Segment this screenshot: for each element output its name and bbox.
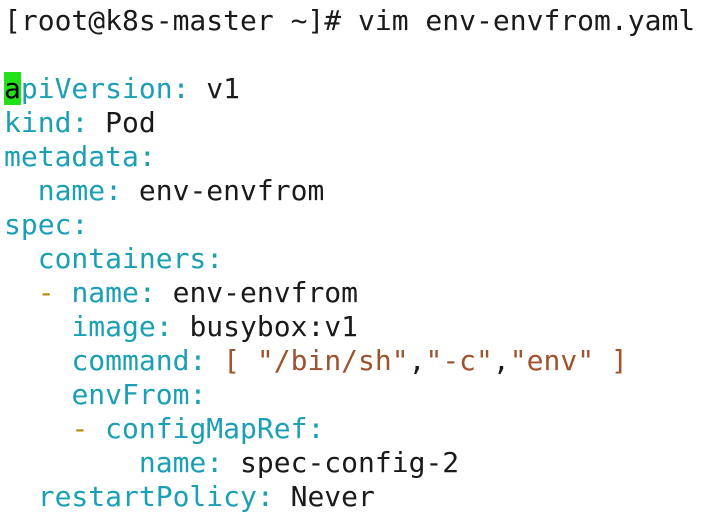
yaml-list-dash: - [71,412,106,445]
yaml-key: restartPolicy [37,480,257,513]
yaml-key: containers [37,242,207,275]
shell-prompt-line: [root@k8s-master ~]# vim env-envfrom.yam… [4,4,695,38]
yaml-line-spec[interactable]: spec: [4,208,88,242]
yaml-colon: : [155,310,173,343]
yaml-close-bracket: ] [594,344,628,377]
yaml-line-apiversion[interactable]: apiVersion: v1 [4,72,240,106]
yaml-colon: : [189,378,207,411]
yaml-key: name [71,276,139,309]
yaml-colon: : [206,446,224,479]
yaml-key: envFrom [71,378,190,411]
yaml-colon: : [172,72,190,105]
yaml-string: "-c" [425,344,493,377]
yaml-key: spec [4,208,72,241]
yaml-value: env-envfrom [122,174,325,207]
yaml-line-configmapref[interactable]: - configMapRef: [4,412,324,446]
yaml-open-bracket: [ [223,344,257,377]
yaml-colon: : [307,412,325,445]
indent [4,242,38,275]
yaml-string: "/bin/sh" [256,344,409,377]
yaml-colon: : [138,276,156,309]
yaml-value: spec-config-2 [223,446,460,479]
yaml-colon: : [189,344,207,377]
indent [4,412,71,445]
yaml-colon: : [105,174,123,207]
indent [4,378,71,411]
yaml-line-configmap-name[interactable]: name: spec-config-2 [4,446,459,480]
yaml-key: piVersion [20,72,173,105]
yaml-line-containers[interactable]: containers: [4,242,223,276]
yaml-line-image[interactable]: image: busybox:v1 [4,310,358,344]
yaml-key: kind [4,106,72,139]
indent [4,480,38,513]
prompt-command-text: [root@k8s-master ~]# vim env-envfrom.yam… [4,4,696,37]
yaml-colon: : [71,106,89,139]
yaml-comma: , [492,344,510,377]
yaml-line-envfrom[interactable]: envFrom: [4,378,206,412]
yaml-key: metadata [4,140,139,173]
yaml-value: Pod [88,106,156,139]
yaml-list-dash: - [37,276,72,309]
yaml-key: command [71,344,190,377]
yaml-line-container-name[interactable]: - name: env-envfrom [4,276,358,310]
yaml-value: env-envfrom [155,276,359,309]
indent [4,276,38,309]
yaml-key: image [71,310,156,343]
indent [4,174,38,207]
yaml-line-kind[interactable]: kind: Pod [4,106,156,140]
yaml-value: Never [273,480,375,513]
yaml-line-metadata-name[interactable]: name: env-envfrom [4,174,325,208]
indent [4,446,139,479]
yaml-colon: : [138,140,156,173]
yaml-line-metadata[interactable]: metadata: [4,140,156,174]
vim-cursor: a [4,72,21,105]
indent [4,310,71,343]
yaml-value: busybox:v1 [172,310,359,343]
yaml-key: name [37,174,106,207]
indent [4,344,71,377]
yaml-colon: : [71,208,89,241]
yaml-string: "env" [509,344,595,377]
yaml-key: name [138,446,207,479]
yaml-comma: , [408,344,426,377]
yaml-line-restartpolicy[interactable]: restartPolicy: Never [4,480,375,514]
yaml-line-command[interactable]: command: [ "/bin/sh","-c","env" ] [4,344,628,378]
yaml-key: configMapRef [105,412,308,445]
yaml-colon: : [256,480,274,513]
yaml-colon: : [206,242,224,275]
yaml-value: v1 [189,72,241,105]
